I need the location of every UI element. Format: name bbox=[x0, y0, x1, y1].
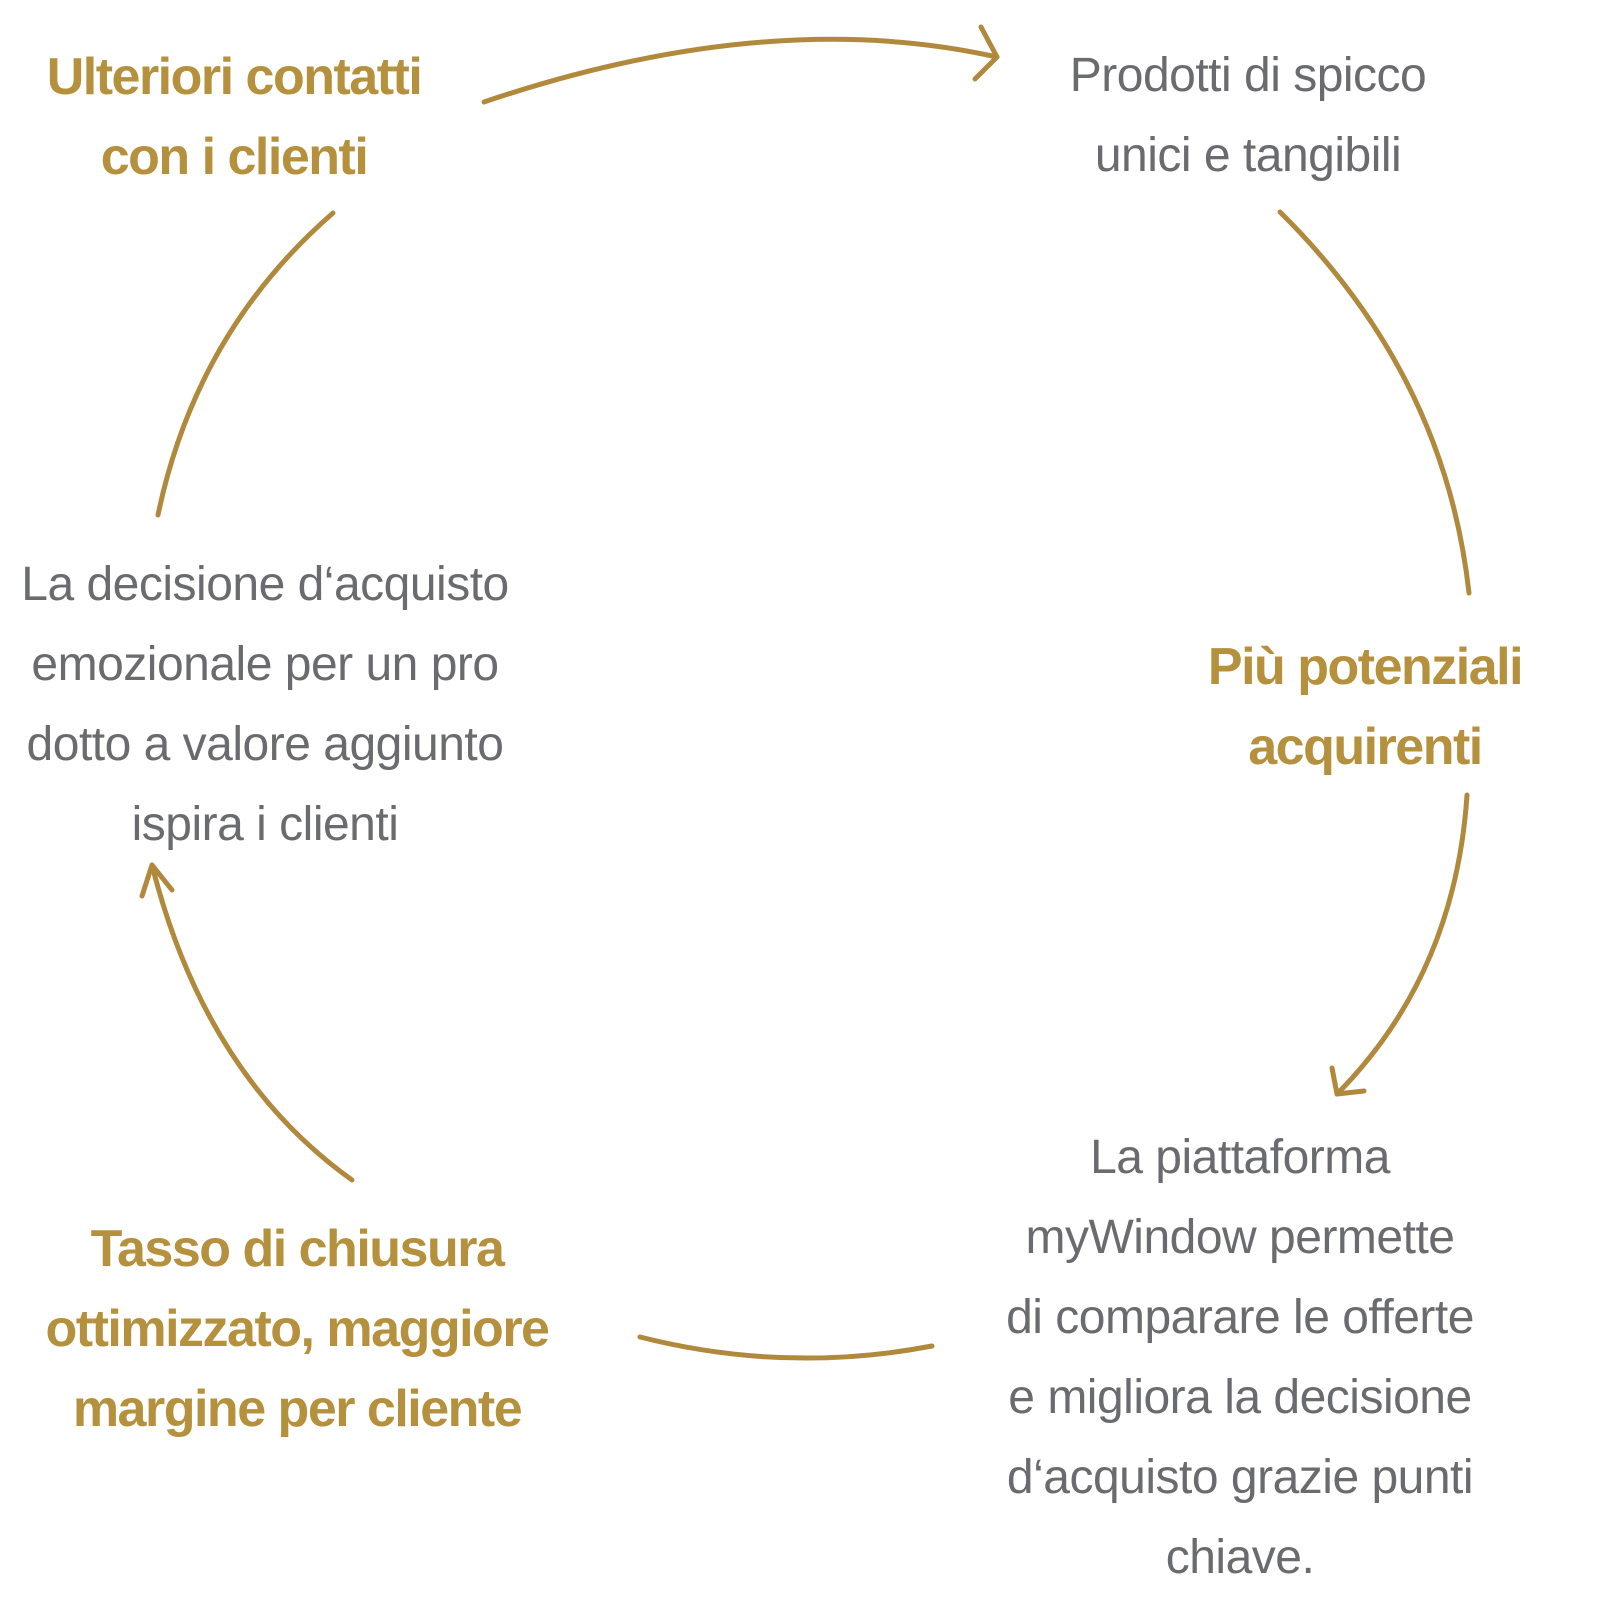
node-line: La piattaforma bbox=[1090, 1131, 1390, 1184]
node-line: e migliora la decisione bbox=[1008, 1371, 1472, 1424]
node-ulteriori-contatti: Ulteriori contatti con i clienti bbox=[46, 37, 423, 197]
node-line: myWindow permette bbox=[1025, 1211, 1455, 1264]
node-line: chiave. bbox=[1165, 1531, 1315, 1584]
node-line: Ulteriori contatti bbox=[46, 48, 423, 106]
node-la-piattaforma-mywindow: La piattaforma myWindow permette di comp… bbox=[1006, 1118, 1474, 1598]
node-line: di comparare le offerte bbox=[1006, 1291, 1474, 1344]
node-line: ottimizzato, maggiore bbox=[45, 1300, 550, 1358]
arc-right-upper bbox=[1277, 209, 1472, 596]
arc-left-upper bbox=[155, 210, 336, 518]
node-line: Tasso di chiusura bbox=[90, 1220, 505, 1278]
node-tasso-di-chiusura: Tasso di chiusura ottimizzato, maggiore … bbox=[45, 1209, 550, 1449]
node-line: ispira i clienti bbox=[131, 798, 399, 851]
node-la-decisione-dacquisto: La decisione d‘acquisto emozionale per u… bbox=[21, 545, 509, 865]
node-piu-potenziali-acquirenti: Più potenziali acquirenti bbox=[1207, 627, 1524, 787]
node-line: emozionale per un pro bbox=[31, 638, 499, 691]
arrowhead-right-lower-icon bbox=[1329, 1065, 1367, 1097]
arc-right-lower bbox=[1334, 792, 1470, 1097]
node-line: La decisione d‘acquisto bbox=[21, 558, 509, 611]
node-line: Prodotti di spicco bbox=[1069, 49, 1427, 102]
node-line: acquirenti bbox=[1248, 718, 1483, 776]
arc-left-lower bbox=[149, 862, 355, 1183]
node-line: con i clienti bbox=[100, 128, 369, 186]
node-line: unici e tangibili bbox=[1094, 129, 1402, 182]
node-line: d‘acquisto grazie punti bbox=[1006, 1451, 1474, 1504]
arc-top bbox=[481, 36, 1000, 105]
node-line: dotto a valore aggiunto bbox=[26, 718, 504, 771]
arrowhead-left-lower-icon bbox=[139, 862, 175, 899]
arrowhead-top-icon bbox=[972, 24, 1000, 82]
node-line: Più potenziali bbox=[1207, 638, 1524, 696]
node-line: margine per cliente bbox=[72, 1380, 523, 1438]
arc-bottom bbox=[637, 1334, 935, 1361]
node-prodotti-di-spicco: Prodotti di spicco unici e tangibili bbox=[1070, 36, 1427, 196]
